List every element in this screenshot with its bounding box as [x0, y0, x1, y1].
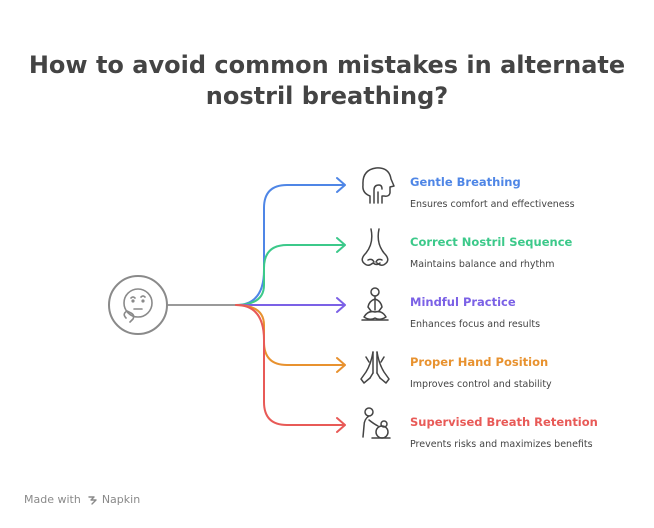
- connector-mindful-practice: [235, 297, 346, 313]
- head-profile-icon: [362, 167, 395, 204]
- branch-correct-nostril-sequence: Correct Nostril Sequence Maintains balan…: [410, 235, 572, 271]
- thinking-face-icon: [108, 275, 168, 335]
- branch-heading: Correct Nostril Sequence: [410, 235, 573, 249]
- made-with-label: Made with: [24, 493, 81, 506]
- connector-gentle-breathing: [235, 177, 346, 306]
- branch-description: Prevents risks and maximizes benefits: [410, 439, 593, 450]
- branch-description: Maintains balance and rhythm: [410, 259, 555, 270]
- footer: Made with Napkin: [24, 493, 140, 506]
- branch-description: Ensures comfort and effectiveness: [410, 199, 575, 210]
- connector-proper-hand-position: [235, 304, 346, 373]
- connector-correct-nostril-sequence: [235, 237, 346, 306]
- branch-heading: Supervised Breath Retention: [410, 415, 598, 429]
- title-line-2: nostril breathing?: [205, 82, 449, 110]
- napkin-brand-label: Napkin: [101, 493, 141, 506]
- napkin-logo-icon: [88, 495, 97, 505]
- napkin-link[interactable]: Napkin: [87, 493, 140, 506]
- branch-proper-hand-position: Proper Hand Position Improves control an…: [410, 355, 552, 391]
- page-title: How to avoid common mistakes in alternat…: [0, 50, 654, 112]
- branch-supervised-breath-retention: Supervised Breath Retention Prevents ris…: [410, 415, 598, 451]
- title-line-1: How to avoid common mistakes in alternat…: [28, 51, 626, 79]
- branch-heading: Gentle Breathing: [410, 175, 521, 189]
- branch-heading: Mindful Practice: [410, 295, 516, 309]
- nose-icon: [361, 228, 389, 267]
- praying-hands-icon: [360, 351, 390, 384]
- branch-mindful-practice: Mindful Practice Enhances focus and resu…: [410, 295, 540, 331]
- meditation-icon: [361, 287, 389, 321]
- branch-description: Improves control and stability: [410, 379, 552, 390]
- supervision-icon: [362, 407, 391, 439]
- branch-description: Enhances focus and results: [410, 319, 541, 330]
- branch-gentle-breathing: Gentle Breathing Ensures comfort and eff…: [410, 175, 575, 211]
- branch-heading: Proper Hand Position: [410, 355, 549, 369]
- connector-supervised-breath-retention: [235, 304, 346, 433]
